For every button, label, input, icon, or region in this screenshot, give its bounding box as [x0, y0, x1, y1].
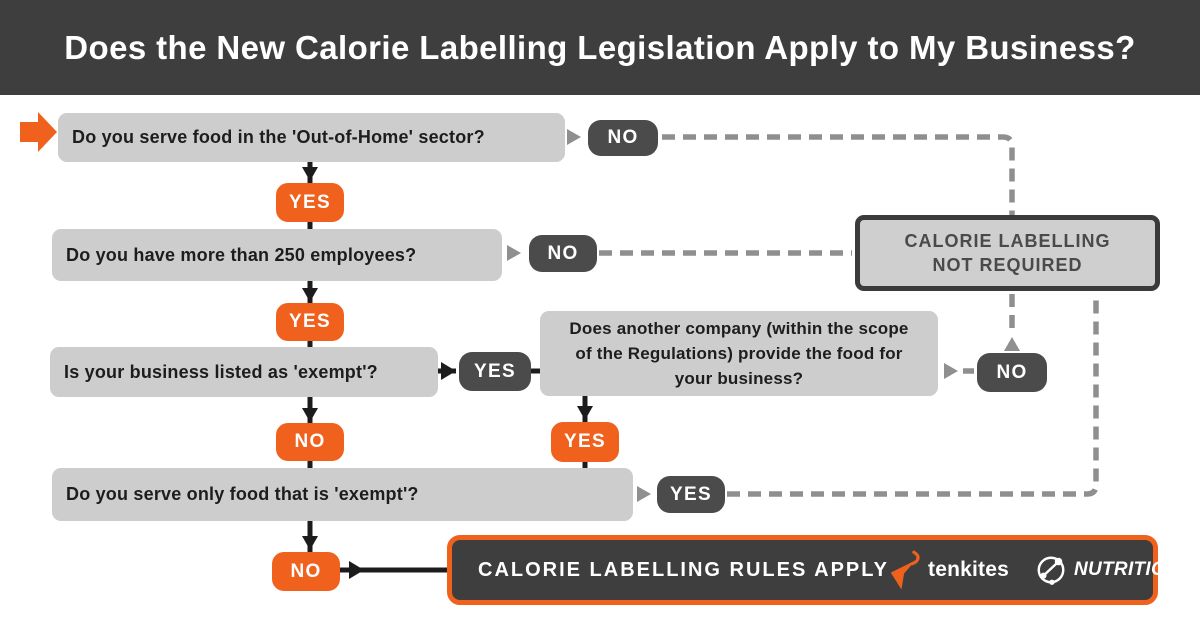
question-box-only-exempt-food: Do you serve only food that is 'exempt'? — [52, 468, 633, 521]
badge-q1-yes: YES — [276, 183, 344, 222]
nutritics-wordmark: NUTRITICS — [1073, 559, 1178, 580]
arrow-down-icon — [577, 406, 593, 420]
tenkites-kite-icon — [890, 550, 920, 590]
result-apply-text: CALORIE LABELLING RULES APPLY — [478, 558, 889, 581]
badge-q2-yes: YES — [276, 303, 344, 341]
logo-group: tenkites NUTRITICS — [889, 548, 1178, 592]
question-box-out-of-home: Do you serve food in the 'Out-of-Home' s… — [58, 113, 565, 162]
gray-arrowheads — [507, 129, 1020, 502]
result-box-not-required: CALORIE LABELLING NOT REQUIRED — [855, 215, 1160, 291]
dashed-connectors — [599, 134, 1099, 497]
arrow-right-icon — [944, 363, 958, 379]
badge-q4-no: NO — [977, 353, 1047, 392]
question-box-250-employees: Do you have more than 250 employees? — [52, 229, 502, 281]
page-title: Does the New Calorie Labelling Legislati… — [64, 28, 1136, 66]
question-text: Is your business listed as 'exempt'? — [64, 361, 378, 382]
question-text: Do you serve food in the 'Out-of-Home' s… — [72, 127, 485, 147]
arrow-down-icon — [302, 167, 318, 181]
badge-q3-yes: YES — [459, 352, 531, 391]
entry-arrow-icon — [20, 112, 57, 152]
badge-q5-yes: YES — [657, 476, 725, 513]
badge-q5-no: NO — [272, 552, 340, 591]
badge-q2-no: NO — [529, 235, 597, 272]
arrow-up-icon — [1004, 337, 1020, 351]
question-text: Do you serve only food that is 'exempt'? — [66, 484, 419, 504]
tenkites-wordmark: tenkites — [928, 558, 1009, 581]
result-text-line1: CALORIE LABELLING — [904, 231, 1111, 251]
question-box-another-company: Does another company (within the scope o… — [540, 311, 938, 396]
nutritics-circle-icon — [1037, 556, 1065, 585]
badge-q4-yes: YES — [551, 422, 619, 462]
header-bar: Does the New Calorie Labelling Legislati… — [0, 0, 1200, 95]
arrow-right-icon — [349, 561, 364, 579]
arrow-right-icon — [507, 245, 521, 261]
question-text: Do you have more than 250 employees? — [66, 244, 417, 265]
result-text-line2: NOT REQUIRED — [932, 255, 1083, 275]
arrow-down-icon — [302, 288, 318, 302]
nutritics-logo: NUTRITICS — [1035, 554, 1178, 586]
arrow-down-icon — [302, 536, 318, 550]
result-box-rules-apply: CALORIE LABELLING RULES APPLY tenkites N… — [447, 535, 1178, 605]
arrow-right-icon — [637, 486, 651, 502]
arrow-down-icon — [302, 408, 318, 422]
badge-q3-no: NO — [276, 423, 344, 461]
black-arrowheads — [302, 167, 593, 579]
badge-q1-no: NO — [588, 120, 658, 156]
question-text: Does another company (within the scope o… — [569, 319, 909, 388]
question-box-listed-exempt: Is your business listed as 'exempt'? — [50, 347, 438, 397]
tenkites-logo: tenkites — [889, 548, 1009, 592]
arrow-right-icon — [441, 362, 456, 380]
arrow-right-icon — [567, 129, 581, 145]
